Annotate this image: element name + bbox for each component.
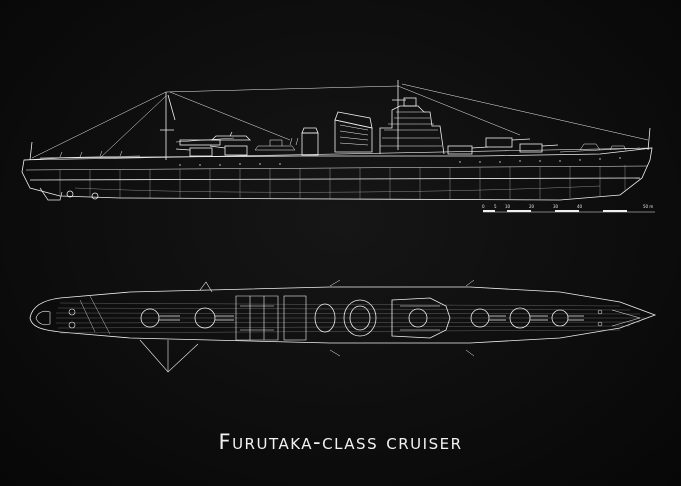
scale-tick-30: 30 bbox=[553, 204, 559, 209]
side-deck-line bbox=[23, 147, 653, 161]
plan-funnels bbox=[314, 299, 377, 337]
fore-mast bbox=[392, 80, 406, 150]
side-profile-view bbox=[21, 80, 653, 201]
plan-forward-turrets bbox=[470, 307, 584, 329]
plan-bridge bbox=[391, 297, 451, 339]
stern-flagstaff bbox=[29, 141, 33, 161]
portholes bbox=[179, 157, 621, 166]
funnels bbox=[301, 111, 373, 156]
scale-tick-20: 20 bbox=[529, 204, 535, 209]
plan-stern-details bbox=[35, 281, 213, 373]
plan-bow-details bbox=[329, 279, 641, 357]
bow-jackstaff bbox=[647, 127, 651, 151]
plan-catapult bbox=[235, 295, 307, 341]
main-mast bbox=[160, 92, 176, 160]
aft-turrets bbox=[175, 137, 248, 157]
scale-tick-10: 10 bbox=[505, 204, 511, 209]
scale-tick-40: 40 bbox=[577, 204, 583, 209]
bridge-superstructure bbox=[379, 97, 445, 155]
side-hull-shading bbox=[59, 165, 626, 199]
scale-tick-5: 5 bbox=[494, 204, 497, 209]
scale-tick-0: 0 bbox=[482, 204, 485, 209]
forward-turrets bbox=[447, 137, 559, 155]
rigging-lines bbox=[31, 83, 649, 159]
plan-hull-outline bbox=[29, 286, 657, 344]
aircraft-catapult bbox=[211, 131, 251, 141]
poster-title: Furutaka-class cruiser bbox=[218, 430, 463, 454]
plan-view bbox=[29, 279, 657, 373]
scale-tick-50m: 50 m bbox=[643, 204, 653, 209]
deck-fittings bbox=[39, 137, 641, 159]
deck-planking bbox=[55, 302, 645, 334]
plan-aft-turrets bbox=[140, 307, 234, 329]
scale-bar: 0 5 10 20 30 40 50 m bbox=[482, 204, 655, 213]
